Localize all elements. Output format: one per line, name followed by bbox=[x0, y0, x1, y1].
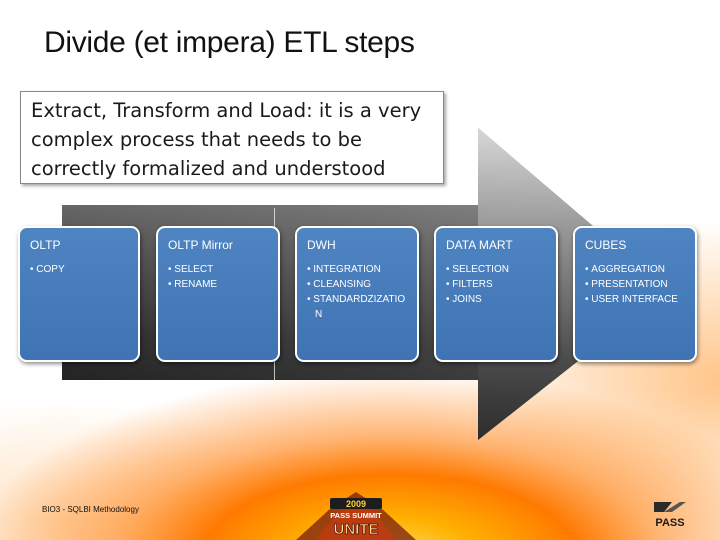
pass-mark-graphic: PASS bbox=[654, 502, 686, 529]
logo-year: 2009 bbox=[346, 499, 366, 509]
slide-title: Divide (et impera) ETL steps bbox=[44, 26, 415, 59]
step-card-dwh: DWH INTEGRATION CLEANSING STANDARDZIZATI… bbox=[295, 226, 419, 362]
step-item: AGGREGATION bbox=[585, 262, 685, 277]
pass-corner-text: PASS bbox=[655, 517, 684, 529]
step-title: DATA MART bbox=[446, 238, 513, 252]
step-title: CUBES bbox=[585, 238, 627, 252]
step-item: STANDARDZIZATIO N bbox=[307, 292, 407, 322]
step-item: SELECTION bbox=[446, 262, 546, 277]
step-items: INTEGRATION CLEANSING STANDARDZIZATIO N bbox=[307, 262, 407, 322]
callout-text: Extract, Transform and Load: it is a ver… bbox=[31, 99, 422, 180]
step-title: OLTP Mirror bbox=[168, 238, 233, 252]
step-items: AGGREGATION PRESENTATION USER INTERFACE bbox=[585, 262, 685, 307]
step-item: RENAME bbox=[168, 277, 268, 292]
callout-box: Extract, Transform and Load: it is a ver… bbox=[20, 91, 444, 184]
step-item: JOINS bbox=[446, 292, 546, 307]
step-title: DWH bbox=[307, 238, 336, 252]
step-item: INTEGRATION bbox=[307, 262, 407, 277]
footer-text: BIO3 - SQLBI Methodology bbox=[42, 505, 139, 514]
step-items: SELECTION FILTERS JOINS bbox=[446, 262, 546, 307]
step-item: PRESENTATION bbox=[585, 277, 685, 292]
pass-summit-logo: 2009 PASS SUMMIT UNITE bbox=[276, 478, 436, 540]
step-item: FILTERS bbox=[446, 277, 546, 292]
pass-corner-logo: PASS bbox=[650, 500, 690, 530]
step-title: OLTP bbox=[30, 238, 61, 252]
step-items: SELECT RENAME bbox=[168, 262, 268, 292]
step-card-data-mart: DATA MART SELECTION FILTERS JOINS bbox=[434, 226, 558, 362]
logo-line2: UNITE bbox=[334, 521, 379, 538]
step-card-cubes: CUBES AGGREGATION PRESENTATION USER INTE… bbox=[573, 226, 697, 362]
step-item: USER INTERFACE bbox=[585, 292, 685, 307]
step-card-oltp: OLTP COPY bbox=[18, 226, 140, 362]
step-item: SELECT bbox=[168, 262, 268, 277]
step-item: CLEANSING bbox=[307, 277, 407, 292]
step-card-oltp-mirror: OLTP Mirror SELECT RENAME bbox=[156, 226, 280, 362]
step-item: COPY bbox=[30, 262, 128, 277]
logo-line1: PASS SUMMIT bbox=[330, 511, 382, 520]
step-items: COPY bbox=[30, 262, 128, 277]
summit-logo-graphic: 2009 PASS SUMMIT UNITE bbox=[296, 492, 416, 540]
